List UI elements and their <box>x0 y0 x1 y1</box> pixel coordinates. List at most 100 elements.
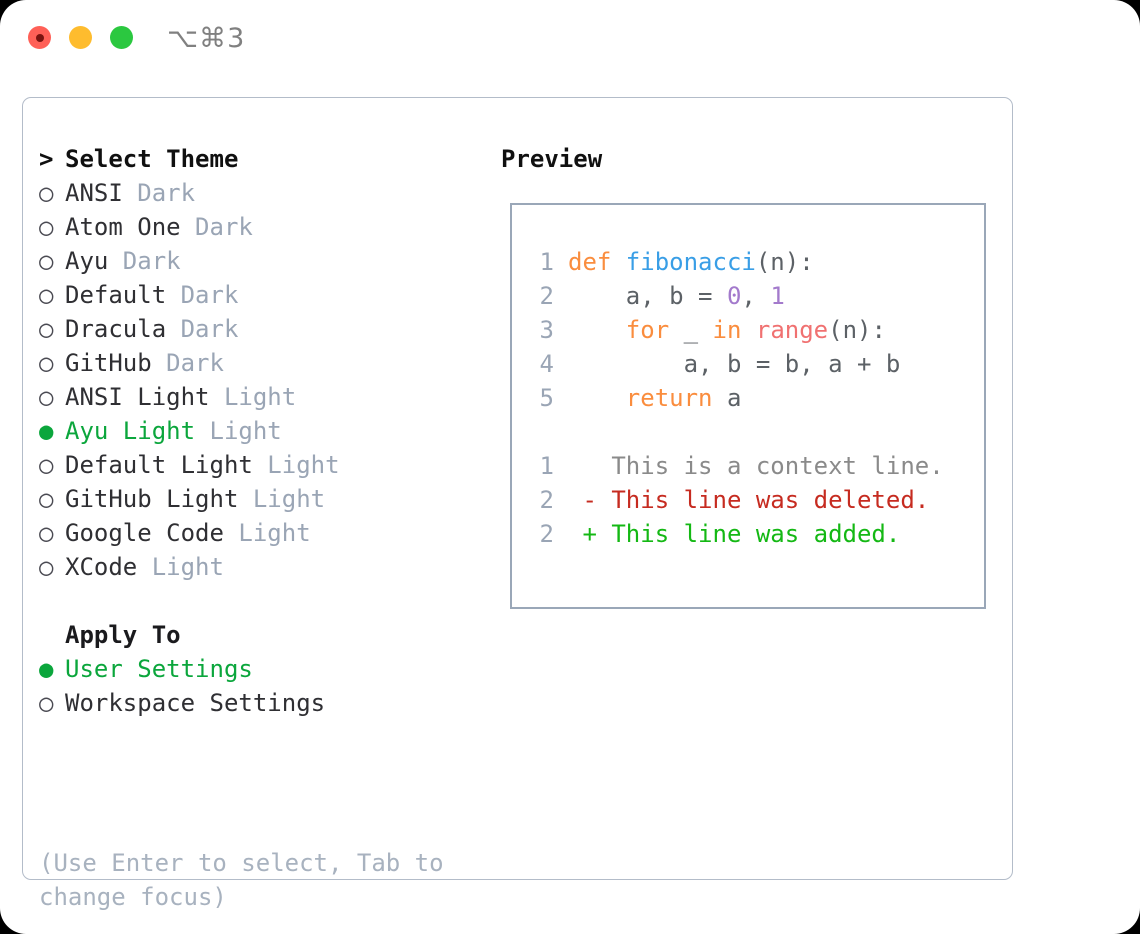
radio-unselected-icon: ○ <box>39 485 54 513</box>
code-token <box>568 316 626 344</box>
theme-option-kind-badge: Dark <box>108 247 181 275</box>
theme-option-label: GitHub <box>65 349 152 377</box>
help-hint-text: (Use Enter to select, Tab to change focu… <box>39 849 459 911</box>
code-token <box>741 316 755 344</box>
theme-option-label: XCode <box>65 553 138 581</box>
maximize-button-icon[interactable] <box>110 26 133 49</box>
theme-option-ayu[interactable]: ○ Ayu Dark <box>39 247 479 281</box>
diff-line-del: 2 - This line was deleted. <box>534 483 944 517</box>
diff-line-text: - This line was deleted. <box>568 486 930 514</box>
diff-line-number: 2 <box>539 486 554 514</box>
theme-option-label: Ayu Light <box>65 417 196 445</box>
code-token: a, b = <box>568 282 727 310</box>
diff-line-text: + This line was added. <box>568 520 901 548</box>
theme-option-github[interactable]: ○ GitHub Dark <box>39 349 479 383</box>
radio-unselected-icon: ○ <box>39 179 54 207</box>
theme-option-dracula[interactable]: ○Dracula Dark <box>39 315 479 349</box>
code-token: in <box>712 316 742 344</box>
code-token: fibonacci <box>625 248 756 276</box>
theme-option-default-light[interactable]: ○ Default Light Light <box>39 451 479 485</box>
theme-option-ayu-light[interactable]: ●Ayu Light Light <box>39 417 479 451</box>
diff-line-ctx: 1 This is a context line. <box>534 449 944 483</box>
code-line: 5 return a <box>534 381 944 415</box>
diff-line-add: 2 + This line was added. <box>534 517 944 551</box>
theme-option-github-light[interactable]: ○ GitHub Light Light <box>39 485 479 519</box>
theme-option-kind-badge: Dark <box>122 179 196 207</box>
theme-option-atom-one[interactable]: ○Atom One Dark <box>39 213 479 247</box>
code-line: 4 a, b = b, a + b <box>534 347 944 381</box>
radio-unselected-icon: ○ <box>39 247 54 275</box>
apply-to-option-label: User Settings <box>65 655 253 683</box>
theme-option-label: ANSI Light <box>65 383 210 411</box>
apply-to-option-label: Workspace Settings <box>65 689 326 717</box>
keyboard-shortcut-label: ⌥⌘3 <box>167 23 246 54</box>
theme-option-kind-badge: Dark <box>151 349 224 377</box>
code-token: 0 <box>726 282 742 310</box>
theme-option-kind-badge: Dark <box>166 315 239 343</box>
code-line-number: 4 <box>539 350 554 378</box>
theme-option-label: Google Code <box>65 519 224 547</box>
theme-option-default[interactable]: ○Default Dark <box>39 281 479 315</box>
theme-option-kind-badge: Dark <box>180 213 253 241</box>
code-token: for <box>625 316 670 344</box>
prompt-caret-icon: > <box>39 145 54 173</box>
apply-to-options-list: ● User Settings ○ Workspace Settings <box>39 655 479 723</box>
code-line-number: 3 <box>539 316 554 344</box>
code-token <box>568 384 626 412</box>
code-token: (n): <box>755 248 814 276</box>
code-token: def <box>568 248 626 276</box>
theme-option-kind-badge: Light <box>209 383 297 411</box>
code-token: , <box>741 282 771 310</box>
code-line: 2 a, b = 0, 1 <box>534 279 944 313</box>
code-token: return <box>625 384 713 412</box>
theme-option-label: Default Light <box>65 451 253 479</box>
theme-option-kind-badge: Light <box>195 417 282 445</box>
radio-unselected-icon: ○ <box>39 281 54 309</box>
radio-unselected-icon: ○ <box>39 451 54 479</box>
window-titlebar: ⌥⌘3 <box>0 0 1140 76</box>
code-line-number: 1 <box>539 248 554 276</box>
theme-option-kind-badge: Light <box>223 519 311 547</box>
apply-to-header: Apply To <box>39 621 479 655</box>
theme-option-ansi[interactable]: ○ ANSI Dark <box>39 179 479 213</box>
diff-line-number: 2 <box>539 520 554 548</box>
apply-to-option-workspace-settings[interactable]: ○ Workspace Settings <box>39 689 479 723</box>
theme-option-xcode[interactable]: ○XCode Light <box>39 553 479 587</box>
code-token: (n): <box>828 316 886 344</box>
code-token: 1 <box>770 282 785 310</box>
theme-option-label: ANSI <box>65 179 123 207</box>
close-button-icon[interactable] <box>28 26 51 49</box>
radio-unselected-icon: ○ <box>39 519 54 547</box>
code-token: range <box>755 316 829 344</box>
radio-unselected-icon: ○ <box>39 689 54 717</box>
page-title: Select Theme <box>65 145 239 173</box>
code-line-number: 2 <box>539 282 554 310</box>
theme-option-google-code[interactable]: ○ Google Code Light <box>39 519 479 553</box>
radio-unselected-icon: ○ <box>39 349 54 377</box>
traffic-lights <box>28 26 133 49</box>
code-line: 3 for _ in range(n): <box>534 313 944 347</box>
theme-option-label: Ayu <box>65 247 109 275</box>
radio-selected-icon: ● <box>39 655 54 683</box>
theme-option-label: Default <box>65 281 167 309</box>
theme-picker-dialog: >Select Theme ○ANSI Dark○Atom One Dark○A… <box>22 97 1013 911</box>
code-line: 1 def fibonacci(n): <box>534 245 944 279</box>
code-line-number: 5 <box>539 384 554 412</box>
code-token: _ <box>669 316 713 344</box>
theme-option-label: Dracula <box>65 315 167 343</box>
theme-option-ansi-light[interactable]: ○ ANSI Light Light <box>39 383 479 417</box>
theme-option-label: Atom One <box>65 213 181 241</box>
radio-unselected-icon: ○ <box>39 383 54 411</box>
minimize-button-icon[interactable] <box>69 26 92 49</box>
theme-option-label: GitHub Light <box>65 485 239 513</box>
theme-option-kind-badge: Light <box>252 451 340 479</box>
code-diff-separator <box>534 415 944 449</box>
theme-options-list: ○ANSI Dark○Atom One Dark○Ayu Dark○Defaul… <box>39 179 479 587</box>
theme-option-kind-badge: Light <box>238 485 326 513</box>
theme-list-header: > Select Theme <box>39 145 479 179</box>
apply-to-option-user-settings[interactable]: ● User Settings <box>39 655 479 689</box>
diff-line-number: 1 <box>539 452 554 480</box>
